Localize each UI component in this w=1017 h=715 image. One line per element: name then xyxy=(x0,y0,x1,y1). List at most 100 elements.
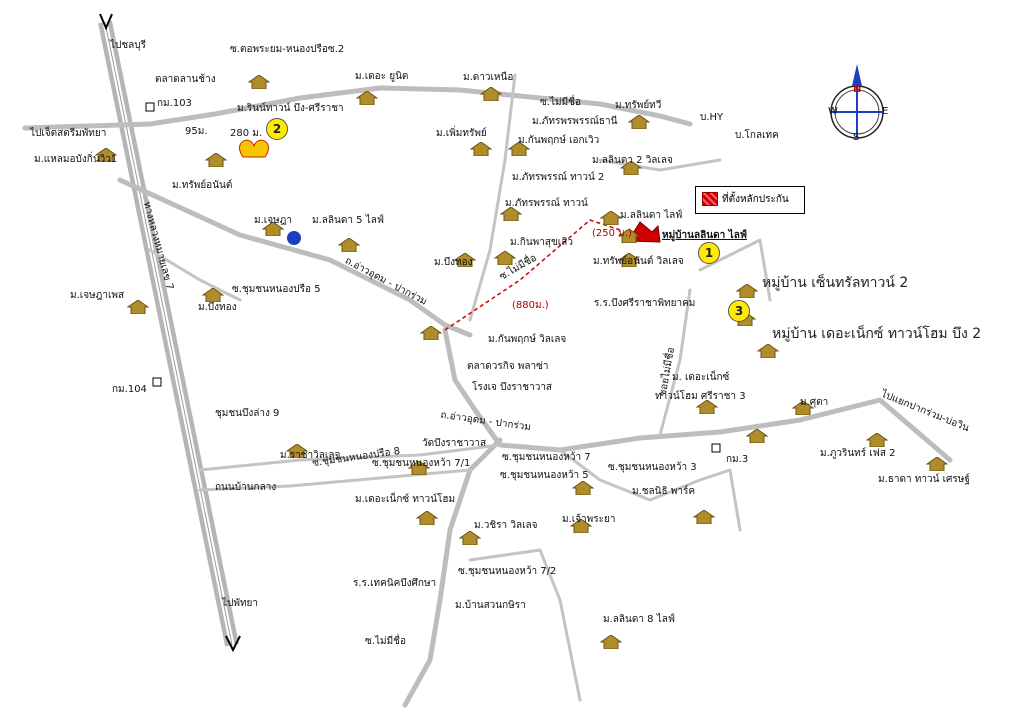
house-icon xyxy=(337,237,361,253)
label-m-nemsap: ม.เพิ่มทรัพย์ xyxy=(436,128,487,139)
shell-station-icon xyxy=(239,139,269,158)
map-legend: ที่ตั้งหลักประกัน xyxy=(695,186,805,214)
label-rd-ban-kalang: ถนนบ้านกลาง xyxy=(215,482,277,493)
distance-95: 95ม. xyxy=(185,126,208,137)
label-s-chumchon-7-1: ซ.ชุมชนหนองหว้า 7/1 xyxy=(372,458,471,469)
house-icon xyxy=(569,518,593,534)
house-icon xyxy=(695,399,719,415)
house-icon xyxy=(865,432,889,448)
house-icon xyxy=(692,509,716,525)
km-post-icon xyxy=(152,377,162,387)
road-west-mid xyxy=(148,248,242,302)
label-m-the-next-home3: ทาวน์โฮม ศรีราชา 3 xyxy=(655,391,746,402)
label-m-sap-anan: ม.ทรัพย์อนันต์ xyxy=(172,180,233,191)
house-icon xyxy=(735,283,759,299)
label-market-pla: ตลาดวรกิจ พลาซ่า xyxy=(467,361,549,372)
road-north-east xyxy=(598,158,722,172)
label-m-sap-anan-village: ม.ทรัพย์อนันต์ วิลเลจ xyxy=(593,256,684,267)
house-icon xyxy=(599,634,623,650)
label-m-ban-suan: ม.บ้านสวนกษิรา xyxy=(455,600,526,611)
label-m-central-town2: หมู่บ้าน เซ็นทรัลทาวน์ 2 xyxy=(762,275,909,291)
label-km103: กม.103 xyxy=(157,98,192,109)
house-icon xyxy=(619,160,643,176)
label-m-phatthanarat-town: ม.ภัทรพรรณ์ ทาวน์ xyxy=(505,198,588,209)
label-km104: กม.104 xyxy=(112,384,147,395)
label-m-the-next-town: ม.เดอะเน็กซ์ ทาวน์โฮม xyxy=(355,494,456,505)
label-s-tai-phrabom: ซ.ตอพระยม-หนองปรือซ.2 xyxy=(230,44,345,55)
house-icon xyxy=(247,74,271,90)
label-m-the-next-home2: หมู่บ้าน เดอะเน็กซ์ ทาวน์โฮม บึง 2 xyxy=(772,326,982,342)
label-s-mai-mi-chue-top: ซ.ไม่มีชื่อ xyxy=(540,97,581,108)
label-s-chumchon-7: ซ.ชุมชนหนองหว้า 7 xyxy=(502,452,591,463)
label-m-phatthanarat-town2: ม.ภัทรพรรณ์ ทาวน์ 2 xyxy=(512,172,605,183)
compass-n: N xyxy=(853,84,862,95)
house-icon xyxy=(407,460,431,476)
label-s-chumchon-3: ซ.ชุมชนหนองหว้า 3 xyxy=(608,462,697,473)
label-b-hy: บ.HY xyxy=(700,112,724,123)
label-talad-khan-chang: ตลาดลานช้าง xyxy=(155,74,216,85)
label-s-chumchon-7-2: ซ.ชุมชนหนองหว้า 7/2 xyxy=(458,566,557,577)
label-m-dao-nuea: ม.ดาวเหนือ xyxy=(463,72,514,83)
label-wat: วัดบึงราชาวาส xyxy=(422,438,487,449)
label-m-lalinda8: ม.ลลินดา 8 ไลฟ์ xyxy=(603,614,675,625)
label-s-chumchon-9: ชุมชนบึงล่าง 9 xyxy=(215,408,280,419)
label-m-rachaburi: ม.ราชาวิลเลจ xyxy=(280,450,341,461)
road-west-lower xyxy=(198,443,502,472)
label-m-lalinda-life: ม.ลลินดา ไลฟ์ xyxy=(620,210,683,221)
ptt-station-icon xyxy=(287,231,301,245)
house-icon xyxy=(201,287,225,303)
label-km3: กม.3 xyxy=(726,454,749,465)
house-icon xyxy=(617,228,641,244)
marker-1: 1 xyxy=(698,242,720,264)
label-m-the-next: ม. เดอะเน็กซ์ xyxy=(672,372,730,383)
label-m-sakla-park: ม.ชลนิธิ พาร์ค xyxy=(632,486,696,497)
house-icon xyxy=(419,325,443,341)
label-m-thada: ม.ธาดา ทาวน์ เศรษฐ์ xyxy=(878,474,970,485)
marker-2: 2 xyxy=(266,118,288,140)
label-sch-bueng-sriracha: ร.ร.บึงศรีราชาพิทยาคม xyxy=(594,298,696,309)
distance-path xyxy=(444,219,621,331)
label-m-kanphrag-ekwiu: ม.กันพฤกษ์ เอกเวิว xyxy=(518,135,600,146)
label-to-jet-stream: ไปเจ็ตสตรีมพัทยา xyxy=(30,128,107,139)
house-icon xyxy=(415,510,439,526)
house-icon xyxy=(285,443,309,459)
road-center-north xyxy=(468,73,517,322)
label-s-mai-mi-chue-bottom: ซ.ไม่มีชื่อ xyxy=(365,636,406,647)
house-icon xyxy=(756,343,780,359)
house-icon xyxy=(261,221,285,237)
label-m-lalinda5: ม.ลลินดา 5 ไลฟ์ xyxy=(312,215,384,226)
label-m-bueng-thong-center: ม.บึงทอง xyxy=(434,257,473,268)
label-m-jet-sut: ม.เจษฎา xyxy=(254,215,292,226)
house-icon xyxy=(499,206,523,222)
compass-w: W xyxy=(828,106,838,117)
house-icon xyxy=(571,480,595,496)
label-m-chao-phraya: ม.เจ้าพระยา xyxy=(562,514,616,525)
house-icon xyxy=(925,456,949,472)
road-east-upper xyxy=(698,238,772,302)
label-m-phuri-ven: ม.ภูวรินทร์ เฟส 2 xyxy=(820,448,896,459)
label-m-kinpha-suk: ม.กินพาสุขเสิว xyxy=(510,237,573,248)
label-shrine: โรงเจ บึงราชาวาส xyxy=(472,382,553,393)
arrow-down-icon xyxy=(225,635,241,653)
compass-e: E xyxy=(882,106,889,117)
house-icon xyxy=(791,400,815,416)
distance-250: (250 ม.) xyxy=(592,228,632,239)
label-m-bueng-thong: ม.บึงทอง xyxy=(198,302,237,313)
house-icon xyxy=(493,250,517,266)
label-to-pattaya: ไปพัทยา xyxy=(222,598,259,609)
compass-icon xyxy=(830,64,884,139)
label-m-phatharaporn-thani: ม.ภัทรพรพรรณ์ธานี xyxy=(532,116,618,127)
house-icon xyxy=(617,252,641,268)
legend-label: ที่ตั้งหลักประกัน xyxy=(722,194,789,205)
label-m-sap-thawi: ม.ทรัพย์ทวี xyxy=(615,100,662,111)
label-m-lalinda2: ม.ลลินดา 2 วิลเลจ xyxy=(592,155,673,166)
label-b-kolatek: บ.โกลเทค xyxy=(735,130,779,141)
house-icon xyxy=(627,114,651,130)
road-south-east xyxy=(468,548,582,702)
label-s-chumchon-5b: ซ.ชุมชนหนองหว้า 5 xyxy=(500,470,589,481)
house-icon xyxy=(479,86,503,102)
road-north xyxy=(22,85,693,131)
house-icon xyxy=(94,147,118,163)
label-m-kaewmongkol: ม.แหลมอบังกิ่นวิว1 xyxy=(34,154,118,165)
arrow-up-icon xyxy=(99,13,113,31)
